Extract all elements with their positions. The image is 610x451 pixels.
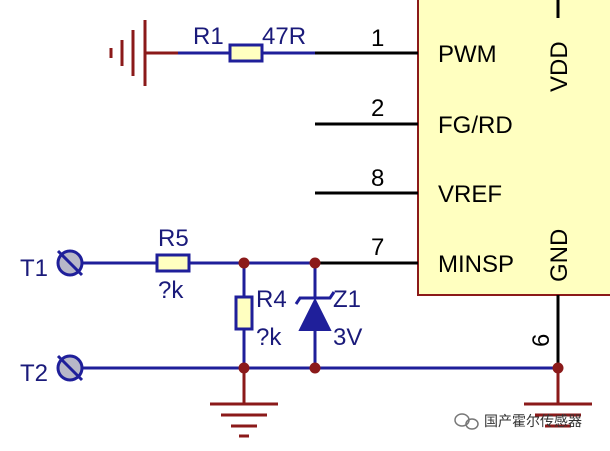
label-z1-value: 3V [333,324,362,351]
pin-number-1: 1 [371,25,384,52]
label-t2: T2 [20,360,48,387]
pin-name-pwm: PWM [438,41,497,68]
label-r5-ref: R5 [158,225,189,252]
ground-symbol-left [210,368,278,438]
label-t1: T1 [20,255,48,282]
pin-number-6: 6 [528,334,555,347]
label-r1-ref: R1 [193,23,224,50]
pin-number-8: 8 [371,165,384,192]
pin-name-gnd: GND [546,229,573,282]
ground-symbol-top [109,20,178,86]
junction-dot [309,257,321,269]
pin-name-vdd: VDD [546,41,573,92]
ic-body [417,0,610,296]
junction-dot [238,257,250,269]
junction-dot [309,362,321,374]
resistor-r5 [155,253,191,273]
ground-symbol-right [524,368,592,428]
zener-diode-z1 [298,297,332,331]
pin-name-minsp: MINSP [438,251,514,278]
terminal-t1 [56,249,84,277]
label-z1-ref: Z1 [333,286,361,313]
watermark-text: 国产霍尔传感器 [484,413,582,430]
terminal-t2 [56,354,84,382]
pin-number-2: 2 [371,95,384,122]
zener-bar-z1 [294,291,336,305]
label-r4-ref: R4 [256,286,287,313]
wechat-icon [454,413,479,430]
label-r1-value: 47R [262,23,306,50]
resistor-r1 [228,43,264,63]
pin-number-7: 7 [371,234,384,261]
pin-name-fgrd: FG/RD [438,112,513,139]
resistor-r4 [234,295,254,331]
pin-name-vref: VREF [438,181,502,208]
label-r4-value: ?k [256,324,282,351]
label-r5-value: ?k [158,277,184,304]
